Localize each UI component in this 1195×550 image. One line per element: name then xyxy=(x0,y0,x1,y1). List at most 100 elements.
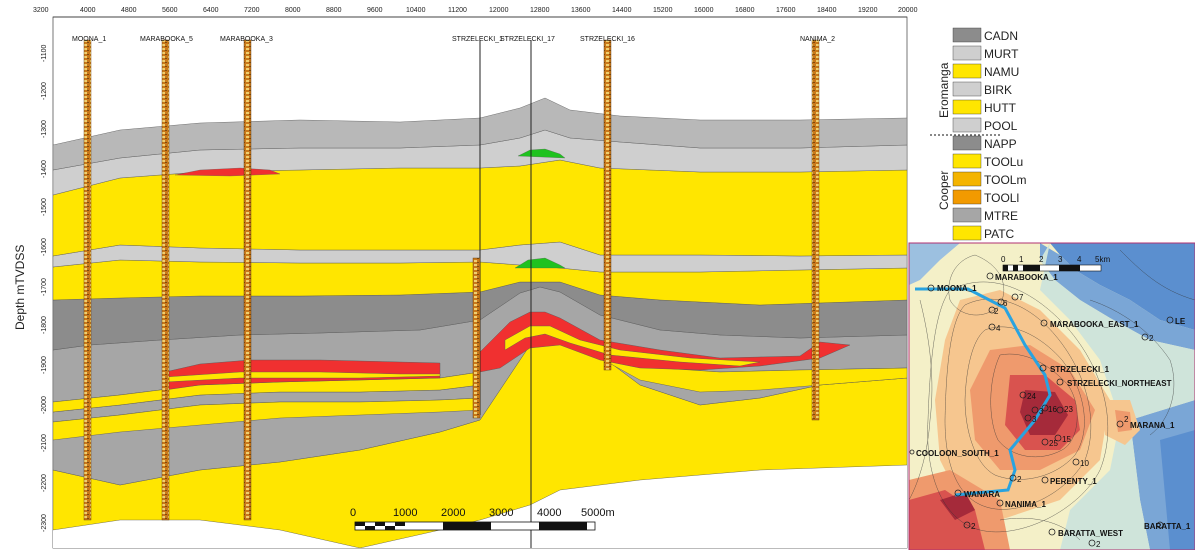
map-label: STRZELECKI_NORTHEAST xyxy=(1067,379,1172,388)
svg-text:PATC: PATC xyxy=(984,227,1015,241)
well-label: MOONA_1 xyxy=(72,36,106,43)
x-tick-label: 16800 xyxy=(735,7,755,14)
svg-text:MTRE: MTRE xyxy=(984,209,1018,223)
well-marabooka-5: MARABOOKA_5 xyxy=(140,36,193,521)
y-tick-label: -1400 xyxy=(41,160,48,178)
scale-bar: 0 1000 2000 3000 4000 5000m xyxy=(350,507,615,531)
well-moona-1: MOONA_1 xyxy=(72,36,106,521)
x-tick-label: 5600 xyxy=(162,7,178,14)
svg-text:HUTT: HUTT xyxy=(984,101,1017,115)
map-scale-label: 5km xyxy=(1095,255,1110,264)
well-label: STRZELECKI_17 xyxy=(500,36,555,43)
svg-text:BIRK: BIRK xyxy=(984,83,1012,97)
x-tick-label: 12000 xyxy=(489,7,509,14)
gas-zone-upper xyxy=(174,167,281,177)
map-label: WANARA xyxy=(964,490,1000,499)
x-tick-label: 3200 xyxy=(33,7,49,14)
well-label: MARABOOKA_3 xyxy=(220,36,273,43)
map-scale-label: 2 xyxy=(1039,255,1044,264)
scale-label: 0 xyxy=(350,507,356,519)
well-strzelecki-17: STRZELECKI_17 xyxy=(500,36,555,548)
map-well-number: 2 xyxy=(994,307,999,316)
well-nanima-2: NANIMA_2 xyxy=(800,36,835,421)
map-labels: MARABOOKA_1 MOONA_1 MARABOOKA_EAST_1 LE … xyxy=(916,273,1191,549)
well-strzelecki-1: STRZELECKI_1 xyxy=(452,36,503,419)
well-label: STRZELECKI_1 xyxy=(452,36,503,43)
x-tick-label: 8800 xyxy=(326,7,342,14)
map-well-number: 2 xyxy=(1017,475,1022,484)
y-tick-label: -1800 xyxy=(41,316,48,334)
y-tick-label: -2000 xyxy=(41,396,48,414)
gas-cap-upper xyxy=(517,148,566,159)
map-label: STRZELECKI_1 xyxy=(1050,365,1110,374)
x-tick-label: 13600 xyxy=(571,7,591,14)
svg-text:NAPP: NAPP xyxy=(984,137,1017,151)
map-well-number: 2 xyxy=(1149,334,1154,343)
legend-item-hutt: HUTT xyxy=(952,99,1017,115)
map-scale-label: 1 xyxy=(1019,255,1024,264)
map-label: MARANA_1 xyxy=(1130,421,1175,430)
map-well-number: 16 xyxy=(1048,405,1057,414)
map-frame xyxy=(908,242,1195,550)
legend-item-napp: NAPP xyxy=(952,135,1017,151)
well-strzelecki-16: STRZELECKI_16 xyxy=(580,36,635,371)
x-tick-label: 8000 xyxy=(285,7,301,14)
map-scale-label: 3 xyxy=(1058,255,1063,264)
svg-text:MURT: MURT xyxy=(984,47,1019,61)
x-tick-label: 12800 xyxy=(530,7,550,14)
cross-section: MOONA_1 MARABOOKA_5 MARABOOKA_3 STRZELEC… xyxy=(13,7,918,549)
map-well-number: 3 xyxy=(1032,415,1037,424)
map-label: COOLOON_SOUTH_1 xyxy=(916,449,999,458)
legend-group-cooper: Cooper xyxy=(937,171,951,210)
map-label: BARATTA_1 xyxy=(1144,522,1191,531)
scale-label: 3000 xyxy=(489,507,513,519)
legend-group-eromanga: Eromanga xyxy=(937,62,951,118)
x-tick-label: 10400 xyxy=(406,7,426,14)
legend-item-patc: PATC xyxy=(952,225,1015,241)
svg-text:CADN: CADN xyxy=(984,29,1018,43)
map-well-symbols xyxy=(909,272,1174,547)
map-well-number: 10 xyxy=(1080,459,1089,468)
x-tick-label: 6400 xyxy=(203,7,219,14)
y-tick-label: -1700 xyxy=(41,278,48,296)
scale-label: 4000 xyxy=(537,507,561,519)
y-axis: -1100 -1200 -1300 -1400 -1500 -1600 -170… xyxy=(13,45,48,532)
y-tick-label: -2200 xyxy=(41,474,48,492)
svg-text:NAMU: NAMU xyxy=(984,65,1019,79)
well-marabooka-3: MARABOOKA_3 xyxy=(220,36,273,521)
x-tick-label: 7200 xyxy=(244,7,260,14)
legend-item-mtre: MTRE xyxy=(952,207,1018,223)
legend: Eromanga Cooper CADN MURT NAMU BIRK HUTT… xyxy=(930,27,1026,241)
x-tick-label: 18400 xyxy=(817,7,837,14)
x-tick-label: 19200 xyxy=(858,7,878,14)
svg-text:TOOLl: TOOLl xyxy=(984,191,1019,205)
map-well-number: 3 xyxy=(1039,407,1044,416)
svg-text:POOL: POOL xyxy=(984,119,1018,133)
map-section-line xyxy=(915,287,1052,497)
scale-label: 2000 xyxy=(441,507,465,519)
y-tick-label: -1900 xyxy=(41,356,48,374)
well-label: STRZELECKI_16 xyxy=(580,36,635,43)
gas-cap-middle xyxy=(514,257,566,269)
map-scale-label: 0 xyxy=(1001,255,1006,264)
map-scale-label: 4 xyxy=(1077,255,1082,264)
x-tick-label: 17600 xyxy=(776,7,796,14)
x-tick-label: 11200 xyxy=(448,7,467,14)
x-axis: 3200 4000 4800 5600 6400 7200 8000 8800 … xyxy=(33,7,918,18)
y-tick-label: -1200 xyxy=(41,82,48,100)
map-well-number: 15 xyxy=(1062,435,1071,444)
legend-item-toolu: TOOLu xyxy=(952,153,1023,169)
y-tick-label: -2300 xyxy=(41,514,48,532)
map-well-number: 24 xyxy=(1027,392,1036,401)
below-section xyxy=(53,520,360,548)
x-tick-label: 15200 xyxy=(653,7,673,14)
map-scale-bar: 0 1 2 3 4 5km xyxy=(1001,255,1110,272)
map-label: NANIMA_1 xyxy=(1005,500,1046,509)
x-tick-label: 4800 xyxy=(121,7,137,14)
scale-label: 5000m xyxy=(581,507,615,519)
legend-item-cadn: CADN xyxy=(952,27,1018,43)
x-tick-label: 20000 xyxy=(898,7,918,14)
map-well-number: 23 xyxy=(1064,405,1073,414)
x-tick-label: 4000 xyxy=(80,7,96,14)
